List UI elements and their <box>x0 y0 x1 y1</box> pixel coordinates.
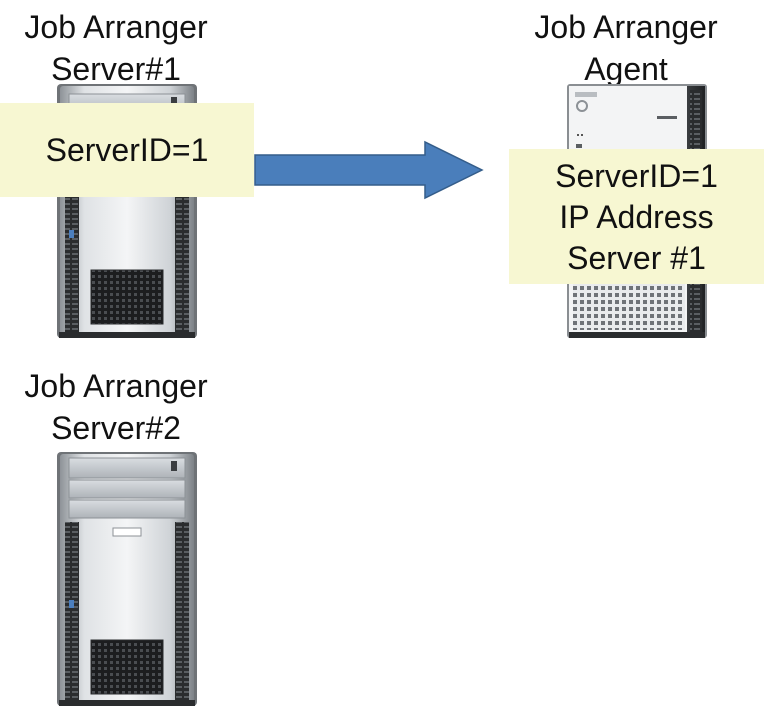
agent-title: Job Arranger Agent <box>508 6 744 90</box>
server2-title-line1: Job Arranger <box>24 368 208 404</box>
agent-note-line1: ServerID=1 <box>555 158 718 194</box>
server1-title: Job Arranger Server#1 <box>0 6 232 90</box>
server1-note-line: ServerID=1 <box>45 132 209 168</box>
agent-title-line1: Job Arranger <box>534 9 718 45</box>
server1-note: ServerID=1 <box>0 103 254 197</box>
server2-title: Job Arranger Server#2 <box>0 365 232 449</box>
server1-title-line1: Job Arranger <box>24 9 208 45</box>
agent-note-line2: IP Address <box>559 199 714 235</box>
server2-title-line2: Server#2 <box>51 410 181 446</box>
right-arrow-icon <box>254 140 486 205</box>
agent-note: ServerID=1 IP Address Server #1 <box>509 149 764 284</box>
server1-title-line2: Server#1 <box>51 51 181 87</box>
agent-note-line3: Server #1 <box>567 240 706 276</box>
agent-title-line2: Agent <box>584 51 668 87</box>
server2-tower-icon <box>55 450 199 708</box>
